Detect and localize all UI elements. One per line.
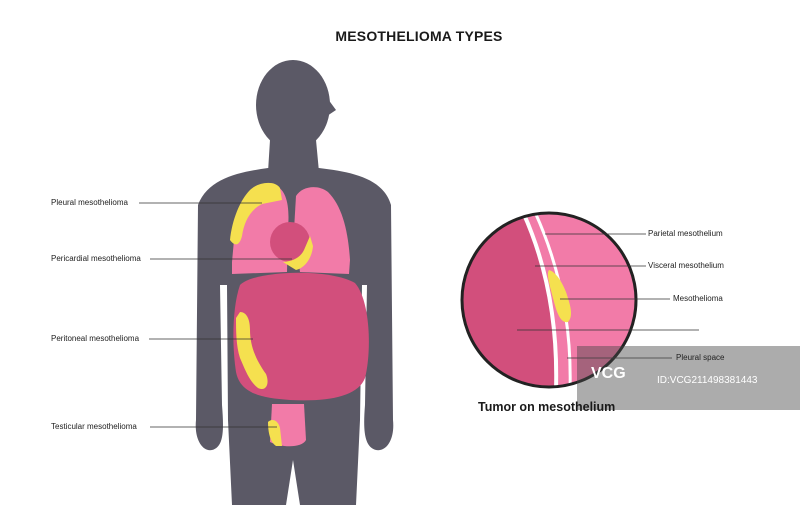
watermark-overlay [577, 346, 800, 410]
page-title: MESOTHELIOMA TYPES [335, 28, 503, 44]
label-visceral: Visceral mesothelium [648, 261, 724, 270]
watermark-id: ID:VCG211498381443 [657, 375, 758, 386]
label-pleural-space: Pleural space [676, 353, 725, 362]
label-pericardial: Pericardial mesothelioma [51, 254, 141, 263]
heart [270, 222, 310, 262]
pericardial-tumor [283, 236, 313, 270]
label-pleural: Pleural mesothelioma [51, 198, 128, 207]
label-mesothelioma: Mesothelioma [673, 294, 723, 303]
abdomen [233, 272, 369, 401]
testicular-tumor [268, 420, 282, 446]
zoom-caption: Tumor on mesothelium [478, 400, 616, 414]
watermark-logo: VCG [591, 365, 626, 382]
leader-lines [139, 202, 292, 428]
peritoneal-tumor [236, 312, 268, 390]
mesothelioma-tumor [547, 270, 572, 323]
pleural-tumor [230, 182, 282, 245]
label-testicular: Testicular mesothelioma [51, 422, 137, 431]
label-peritoneal: Peritoneal mesothelioma [51, 334, 140, 343]
label-parietal: Parietal mesothelium [648, 229, 723, 238]
